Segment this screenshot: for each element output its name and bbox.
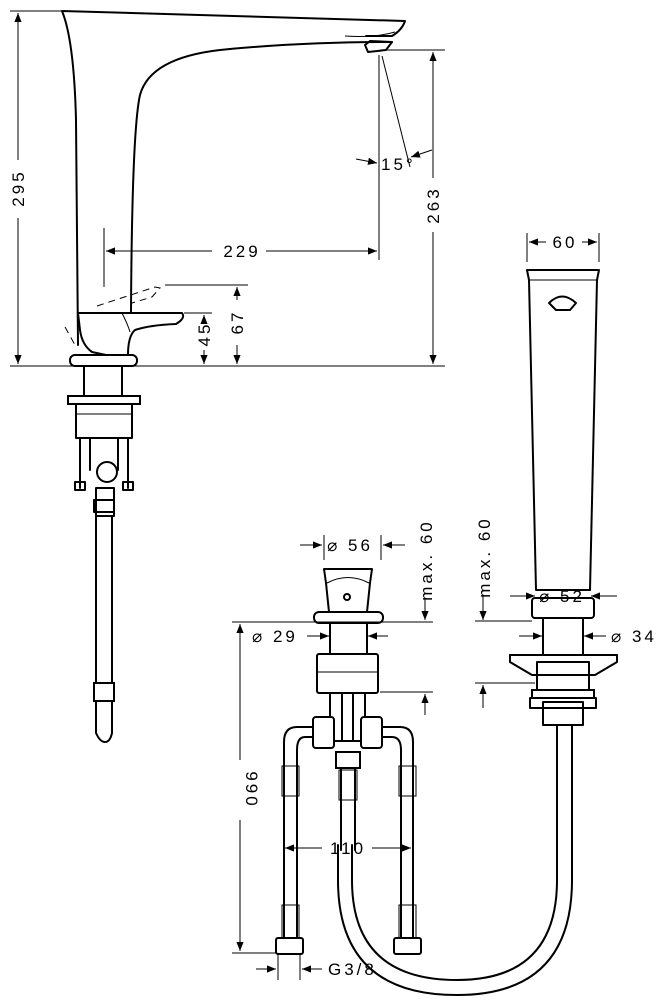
dim-label-max-60-spout: max. 60 xyxy=(475,516,494,597)
dim-label-max-60-handle: max. 60 xyxy=(417,519,436,600)
dim-label-diameter-29: ⌀ 29 xyxy=(252,627,298,646)
dim-diameter-52: ⌀ 52 xyxy=(510,587,617,606)
base-flange xyxy=(69,354,138,367)
spout-hose xyxy=(337,724,573,996)
spout-plate xyxy=(509,654,618,676)
hose-center xyxy=(340,767,356,851)
dim-110: 110 xyxy=(285,839,411,858)
faucet-side-view: 295 263 229 15° 45 xyxy=(9,10,445,743)
dim-diameter-34: ⌀ 34 xyxy=(519,627,657,646)
lever-open-dashed xyxy=(64,286,161,346)
dim-60: 60 xyxy=(526,233,600,262)
dim-label-263: 263 xyxy=(424,186,443,223)
dim-15-degree: 15° xyxy=(355,55,433,174)
lever xyxy=(77,312,185,359)
dim-label-diameter-56: ⌀ 56 xyxy=(327,536,373,555)
dim-label-g3-8: G3/8 xyxy=(328,960,377,979)
dim-label-diameter-34: ⌀ 34 xyxy=(611,627,657,646)
dim-diameter-29: ⌀ 29 xyxy=(252,627,388,646)
dim-label-15-degree: 15° xyxy=(381,155,416,174)
dim-diameter-56: ⌀ 56 xyxy=(300,535,405,560)
dim-295: 295 xyxy=(9,13,28,364)
hose-left xyxy=(283,726,314,949)
aerator xyxy=(364,40,393,53)
nut-right xyxy=(393,937,422,955)
dim-label-60: 60 xyxy=(553,233,578,252)
spout-body xyxy=(526,269,600,591)
spout-front-view: 60 ⌀ 52 max. 60 ⌀ 34 xyxy=(337,233,657,996)
dim-label-45: 45 xyxy=(195,322,214,347)
dim-229: 229 xyxy=(103,55,380,287)
dim-263: 263 xyxy=(424,52,443,364)
dim-67: 67 xyxy=(165,284,248,364)
dim-990: 990 xyxy=(232,624,276,954)
dim-label-295: 295 xyxy=(9,169,28,206)
dim-max-60-spout: max. 60 xyxy=(475,516,535,708)
dim-label-diameter-52: ⌀ 52 xyxy=(539,587,585,606)
valve-assembly: ⌀ 56 max. 60 ⌀ 29 990 110 xyxy=(232,519,436,980)
dim-label-67: 67 xyxy=(228,310,247,335)
aerator-front xyxy=(548,295,577,311)
dim-g3-8: G3/8 xyxy=(256,954,377,980)
mounting-assembly xyxy=(67,365,141,743)
spout-profile xyxy=(61,10,406,346)
dim-label-110: 110 xyxy=(330,839,366,858)
hose-right xyxy=(381,726,414,949)
nut-left xyxy=(275,937,304,955)
dim-max-60-handle: max. 60 xyxy=(232,519,436,715)
handle xyxy=(323,568,373,613)
dim-label-229: 229 xyxy=(223,242,260,261)
dim-45: 45 xyxy=(184,312,214,364)
dim-label-990: 990 xyxy=(242,771,261,808)
handle-indicator xyxy=(343,593,351,601)
